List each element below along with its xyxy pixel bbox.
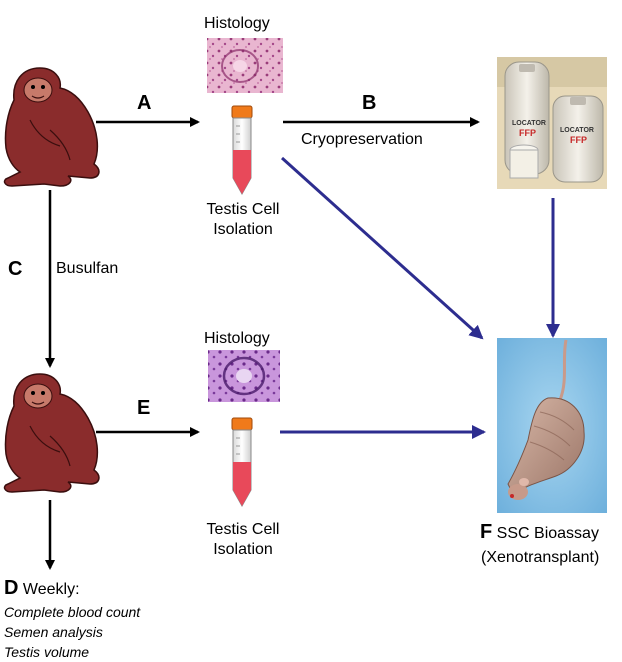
svg-text:LOCATOR: LOCATOR	[512, 120, 546, 127]
svg-text:LOCATOR: LOCATOR	[560, 127, 594, 134]
step-D-item-blood-count: Complete blood count	[4, 604, 141, 620]
step-D-heading: D Weekly:	[4, 576, 140, 602]
tube-top-label-line2: Isolation	[213, 221, 273, 238]
svg-text:FFP: FFP	[570, 135, 587, 145]
arrow-tube-top-to-mouse	[280, 156, 484, 340]
svg-text:FFP: FFP	[519, 128, 536, 138]
mouse-image	[497, 338, 607, 513]
step-F-sublabel: (Xenotransplant)	[481, 549, 600, 566]
tube-top-label: Testis Cell Isolation	[190, 200, 296, 240]
tube-bottom-label: Testis Cell Isolation	[190, 520, 296, 560]
step-E-letter: E	[137, 397, 151, 419]
step-F-letter: F	[480, 521, 493, 543]
tube-bottom-label-line1: Testis Cell	[206, 521, 280, 538]
step-C-letter: C	[8, 258, 23, 280]
step-F-label: SSC Bioassay	[496, 525, 599, 542]
step-A-letter: A	[137, 92, 152, 114]
step-F-block: F SSC Bioassay (Xenotransplant)	[480, 520, 599, 570]
tube-bottom-label-line2: Isolation	[213, 541, 273, 558]
step-D-letter: D	[4, 577, 19, 599]
histology-bottom-label: Histology	[204, 330, 270, 347]
step-D-item-semen-analysis: Semen analysis	[4, 624, 103, 640]
step-D-label: Weekly:	[22, 581, 80, 598]
step-D-item-testis-volume: Testis volume	[4, 644, 90, 660]
histology-top-image	[207, 38, 283, 93]
tube-top-label-line1: Testis Cell	[206, 201, 280, 218]
histology-bottom-image	[208, 350, 280, 402]
monkey-top-icon	[3, 67, 100, 187]
step-D-block: D Weekly: Complete blood count Semen ana…	[4, 576, 140, 662]
step-F-line1: F SSC Bioassay	[480, 520, 599, 546]
tube-top-icon	[231, 105, 253, 196]
step-B-letter: B	[362, 92, 377, 114]
tube-bottom-icon	[231, 417, 253, 508]
histology-top-label: Histology	[204, 15, 270, 32]
monkey-bottom-icon	[3, 373, 100, 493]
step-B-label: Cryopreservation	[301, 131, 423, 148]
step-C-label: Busulfan	[56, 260, 119, 277]
cryo-freezer-image: LOCATOR FFP LOCATOR FFP	[497, 57, 607, 189]
